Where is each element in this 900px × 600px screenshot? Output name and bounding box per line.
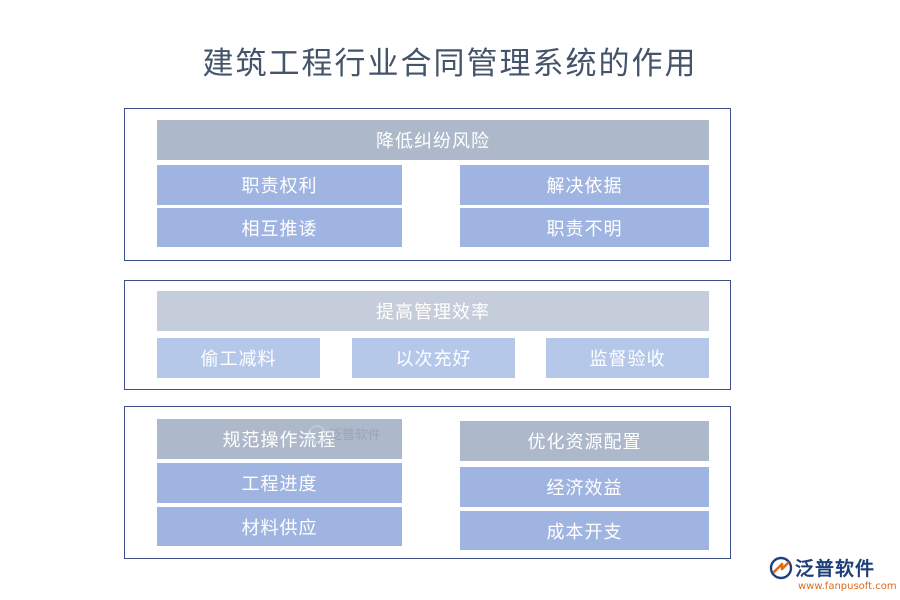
watermark: 泛普软件: [308, 424, 381, 443]
item-box: 职责不明: [460, 208, 709, 247]
section-header-optimize-resources: 优化资源配置: [460, 421, 709, 461]
item-box: 成本开支: [460, 511, 709, 550]
brand-name: 泛普软件: [795, 558, 876, 580]
item-box: 材料供应: [157, 507, 402, 546]
section-header-reduce-dispute-risk: 降低纠纷风险: [157, 120, 709, 160]
watermark-logo-icon: [308, 424, 326, 443]
section-header-improve-management-efficiency: 提高管理效率: [157, 291, 709, 331]
brand-logo: 泛普软件 www.fanpusoft.com: [768, 553, 897, 597]
item-box: 职责权利: [157, 165, 402, 205]
item-box: 相互推诿: [157, 208, 402, 247]
item-box: 经济效益: [460, 467, 709, 507]
brand-logo-icon: [769, 556, 793, 580]
item-box: 监督验收: [546, 338, 709, 378]
brand-url: www.fanpusoft.com: [798, 581, 897, 592]
panel-reduce-dispute-risk: 降低纠纷风险 职责权利 相互推诿 解决依据 职责不明: [124, 108, 731, 261]
page-title: 建筑工程行业合同管理系统的作用: [202, 46, 698, 82]
panel-process-and-resources: 规范操作流程 工程进度 材料供应 优化资源配置 经济效益 成本开支: [124, 406, 731, 559]
watermark-text: 泛普软件: [329, 428, 382, 443]
item-box: 以次充好: [352, 338, 515, 378]
item-box: 偷工减料: [157, 338, 320, 378]
item-box: 解决依据: [460, 165, 709, 205]
section-header-standardize-process: 规范操作流程: [157, 419, 402, 459]
item-box: 工程进度: [157, 463, 402, 503]
panel-improve-management-efficiency: 提高管理效率 偷工减料 以次充好 监督验收: [124, 280, 731, 390]
